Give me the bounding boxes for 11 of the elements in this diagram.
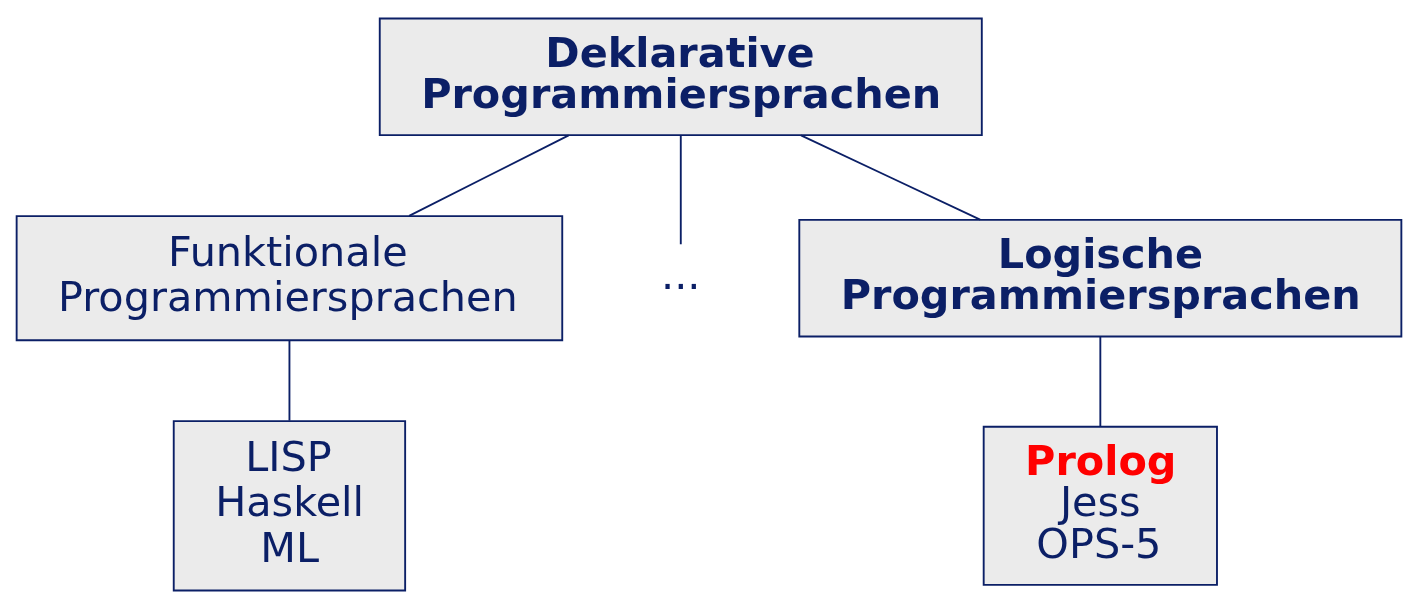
node-box: Deklarative Programmiersprachen <box>378 17 983 137</box>
node-text: ... <box>661 250 701 299</box>
connector <box>1099 335 1102 428</box>
node-box: Logische Programmiersprachen <box>798 218 1403 338</box>
node-box: Prolog Jess OPS-5 <box>982 425 1218 586</box>
node-box: Funktionale Programmiersprachen <box>15 215 564 342</box>
connector <box>408 134 570 217</box>
connector <box>288 339 291 422</box>
connector <box>800 134 982 221</box>
node-box: LISP Haskell ML <box>172 420 407 592</box>
connector <box>679 134 682 246</box>
